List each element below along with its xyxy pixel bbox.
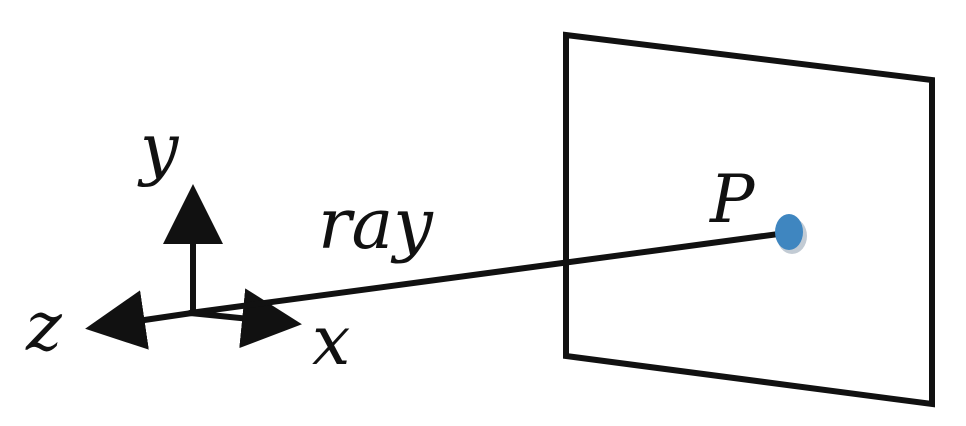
point-p-label: P <box>709 161 756 238</box>
x-axis-label: x <box>312 302 350 381</box>
ray-line <box>187 230 789 316</box>
z-axis-arrow <box>85 290 193 350</box>
ray-label: ray <box>318 183 434 265</box>
image-plane <box>563 31 935 408</box>
x-axis-arrow <box>189 288 302 349</box>
point-p-marker <box>775 214 803 250</box>
z-axis-label: z <box>25 288 63 367</box>
y-axis-label: y <box>137 110 180 189</box>
